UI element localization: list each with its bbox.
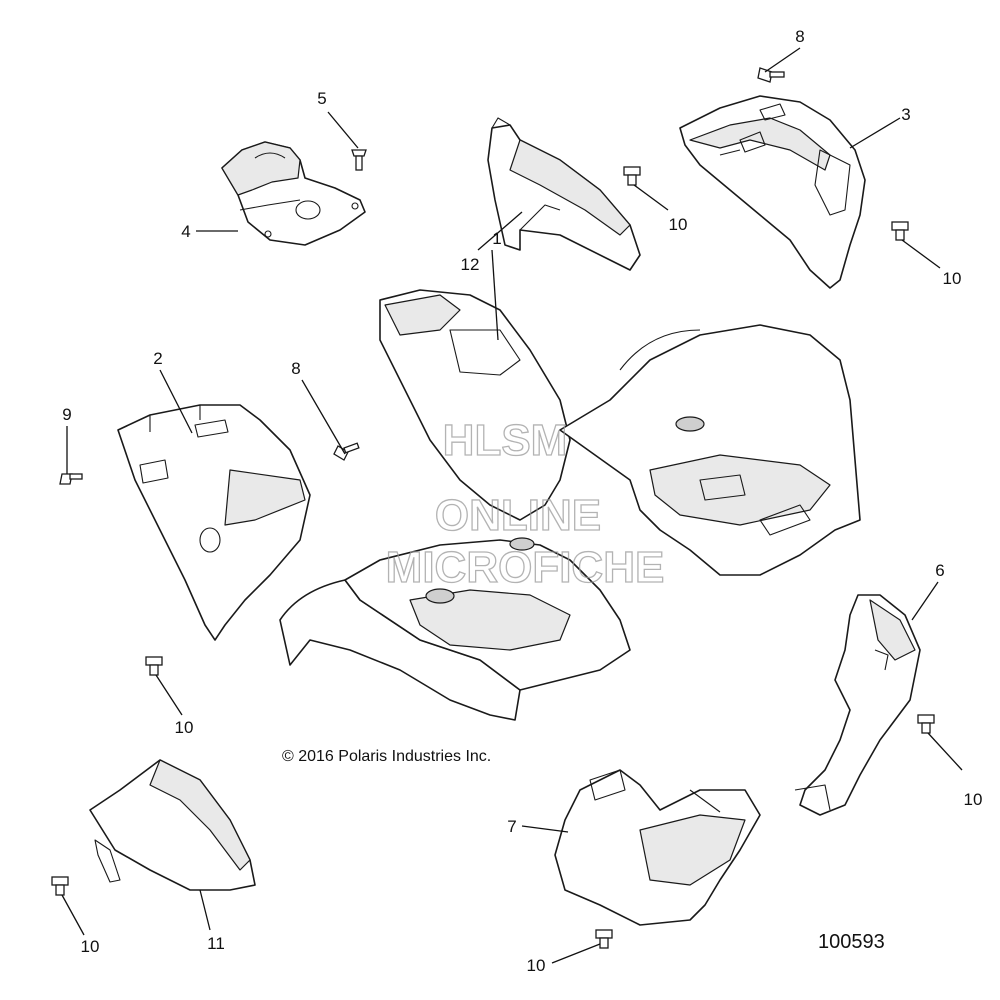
callouts: 1 2 3 4 5 6 7 8 8 9 10 10 10 10 10 10 11… (62, 27, 982, 975)
callout-2: 2 (153, 349, 162, 368)
fastener-10-clip-b (891, 221, 909, 241)
part-1-main-body (279, 289, 861, 721)
callout-10-f: 10 (527, 956, 546, 975)
callout-10-c: 10 (175, 718, 194, 737)
fastener-8-screw-top (757, 67, 785, 83)
callout-4: 4 (181, 222, 190, 241)
part-2-side-panel (117, 404, 311, 641)
part-7-side-panel (554, 769, 761, 926)
watermark: HLSM ONLINE MICROFICHE (385, 415, 665, 592)
callout-8-top: 8 (795, 27, 804, 46)
fastener-10-clip-a (623, 166, 641, 186)
callout-5: 5 (317, 89, 326, 108)
fastener-10-clip-f (595, 929, 613, 949)
leader-lines (61, 47, 963, 964)
part-12-side-panel (487, 117, 641, 271)
figure-number: 100593 (818, 931, 885, 953)
fastener-10-clip-d (917, 714, 935, 734)
copyright-notice: © 2016 Polaris Industries Inc. (282, 748, 491, 765)
callout-11: 11 (207, 934, 225, 953)
fastener-9-screw (59, 473, 83, 485)
callout-8-middle: 8 (291, 359, 300, 378)
part-11-side-panel (89, 759, 256, 891)
callout-10-e: 10 (81, 937, 100, 956)
watermark-line-1: HLSM (443, 416, 568, 465)
watermark-line-2: ONLINE (435, 491, 601, 540)
fastener-10-clip-e (51, 876, 69, 896)
callout-10-b: 10 (943, 269, 962, 288)
watermark-line-3: MICROFICHE (386, 543, 665, 592)
callout-10-a: 10 (669, 215, 688, 234)
callout-10-d: 10 (964, 790, 983, 809)
part-3-side-panel (679, 95, 866, 289)
callout-1: 1 (492, 229, 501, 248)
fastener-5-screw (351, 149, 367, 171)
fastener-10-clip-c (145, 656, 163, 676)
callout-12: 12 (461, 255, 480, 274)
callout-3: 3 (901, 105, 910, 124)
callout-6: 6 (935, 561, 944, 580)
part-4-steering-cover (221, 141, 366, 246)
fastener-8-screw-middle (333, 442, 360, 461)
part-6-side-panel (794, 594, 921, 816)
callout-7: 7 (507, 817, 516, 836)
callout-9: 9 (62, 405, 71, 424)
